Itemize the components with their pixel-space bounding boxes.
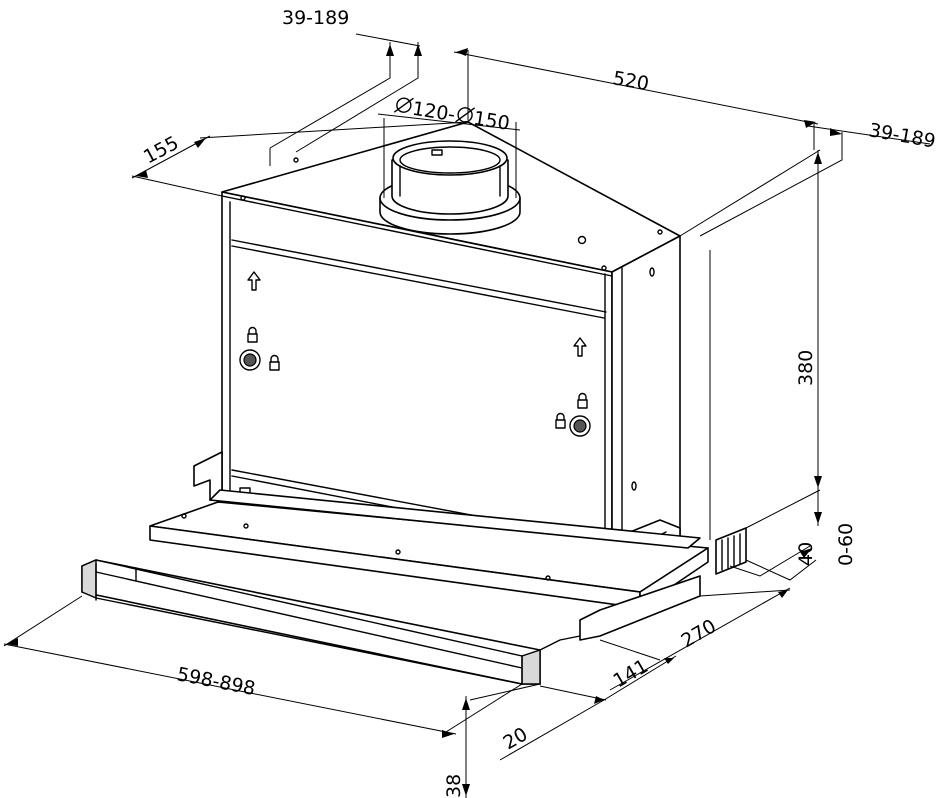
dim-height: 380 [795,350,817,386]
dim-left-offset: 39-189 [282,7,349,29]
drawer [81,489,747,685]
up-arrow-icon [247,271,261,291]
dim-width: 520 [611,67,651,95]
padlock-icon [247,326,258,343]
dim-right-offset: 39-189 [867,119,936,152]
diameter-icon [393,97,414,113]
dim-extension: 598-898 [175,663,257,700]
hood-body [221,121,681,585]
padlock-icon [577,392,588,409]
up-arrow-icon [573,337,587,357]
fixing-knob [239,349,261,371]
duct-collar [379,140,521,235]
dim-depth-side: 155 [140,132,182,168]
padlock-icon [269,354,280,371]
dim-bottom-gap: 40 [795,542,817,566]
dimension-lines [3,33,931,798]
padlock-icon [555,412,566,429]
dim-panel-height: 38 [443,774,465,798]
diameter-icon [455,107,475,123]
dim-duct-min: 120- [411,98,457,126]
dim-adjust: 0-60 [835,523,857,566]
dim-depth: 270 [678,615,720,652]
dim-panel-thickness: 20 [500,723,532,754]
fixing-knob [569,415,591,437]
